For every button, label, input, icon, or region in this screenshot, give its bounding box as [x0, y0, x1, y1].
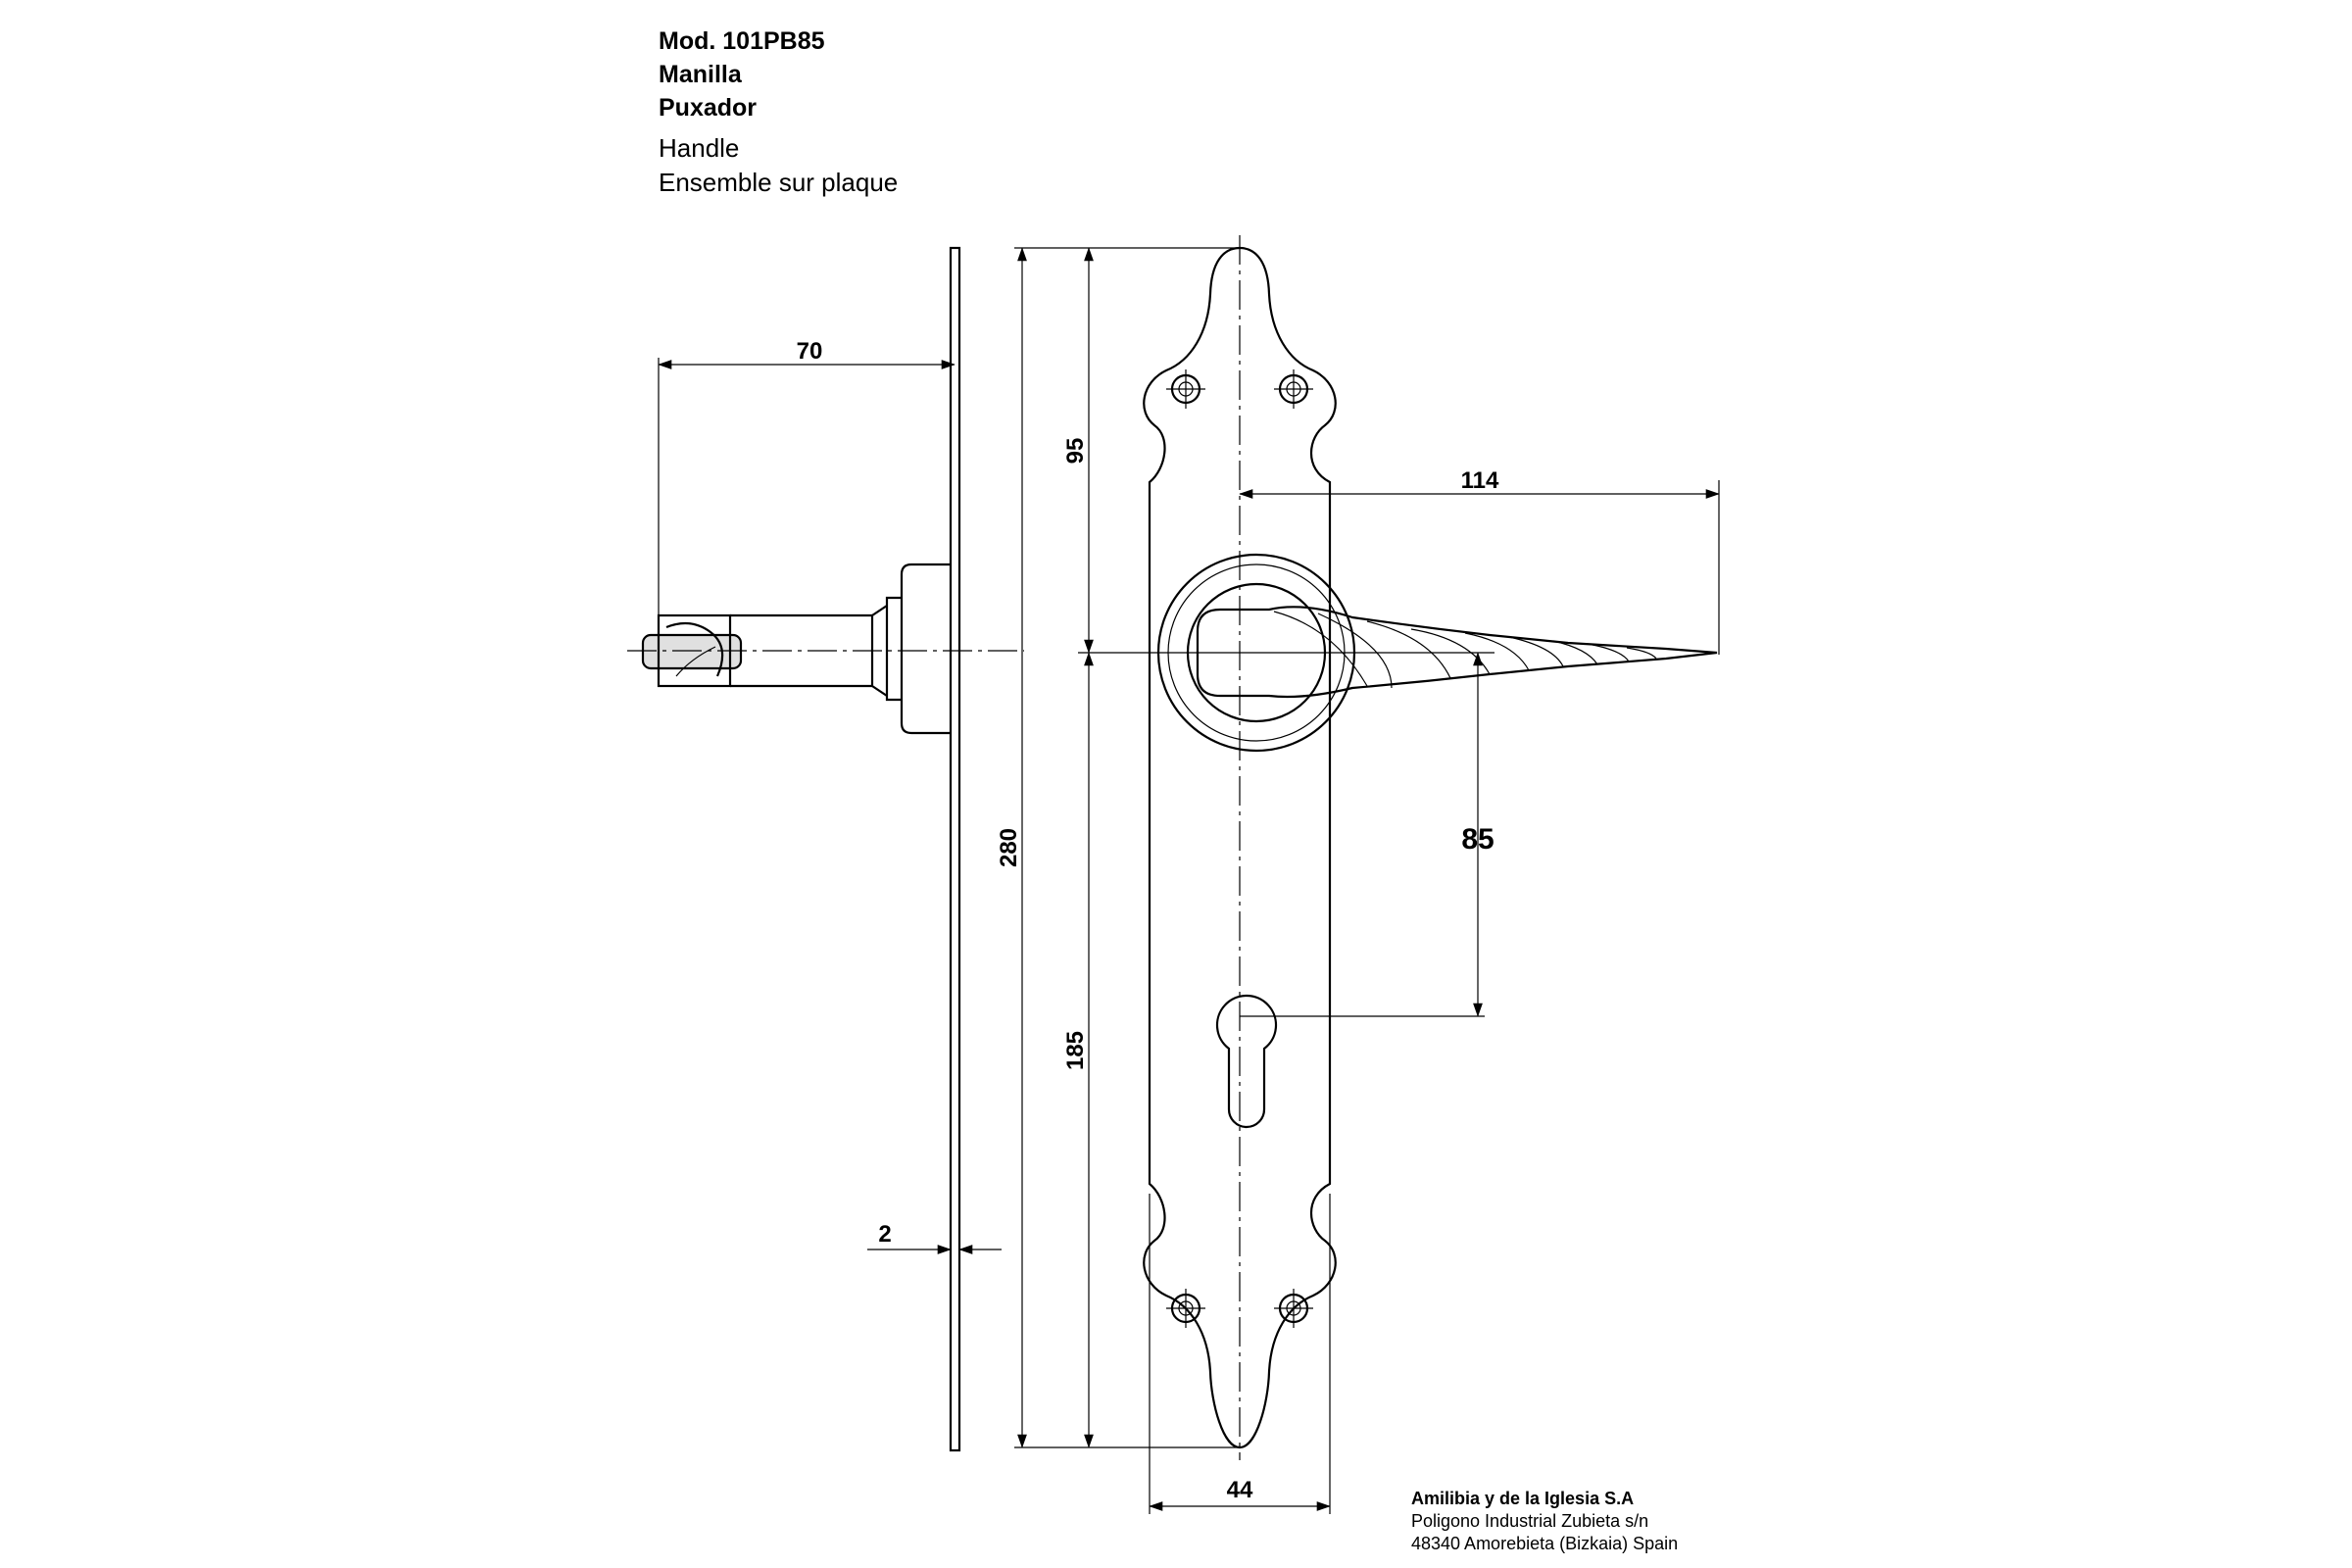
dim-label-2: 2: [878, 1221, 891, 1248]
screw-hole-top-left: [1166, 369, 1205, 409]
name-french: Ensemble sur plaque: [659, 168, 898, 197]
company-block: Amilibia y de la Iglesia S.A Poligono In…: [1411, 1489, 1678, 1553]
key-hole: [1215, 994, 1278, 1129]
dim-label-280: 280: [996, 828, 1022, 867]
front-plate-outline: [1143, 246, 1337, 1449]
side-rose: [900, 563, 951, 735]
company-address-2: 48340 Amorebieta (Bizkaia) Spain: [1411, 1534, 1678, 1553]
side-plate: [949, 246, 961, 1452]
screw-hole-bottom-right: [1274, 1289, 1313, 1328]
screw-hole-top-right: [1274, 369, 1313, 409]
front-view: 280 95 185 114 85 44: [996, 235, 1720, 1514]
dim-label-44: 44: [1227, 1477, 1253, 1503]
side-handle-curl-inner: [675, 646, 716, 677]
name-spanish: Manilla: [659, 61, 743, 88]
dim-label-70: 70: [797, 338, 823, 365]
title-block: Mod. 101PB85 Manilla Puxador Handle Ense…: [659, 27, 898, 197]
model-number: Mod. 101PB85: [659, 27, 825, 55]
side-handle-twist: [641, 633, 743, 670]
lever-handle: [1196, 606, 1718, 699]
side-view: 70 2: [627, 246, 1024, 1452]
dim-label-95: 95: [1062, 438, 1089, 465]
dim-label-114: 114: [1461, 467, 1499, 494]
side-rose-collar: [885, 596, 902, 702]
dim-label-185: 185: [1062, 1031, 1089, 1070]
side-handle-curl: [665, 621, 724, 677]
dim-label-85: 85: [1461, 823, 1494, 856]
side-handle-twist-shade: [643, 635, 741, 668]
screw-hole-bottom-left: [1166, 1289, 1205, 1328]
lever-twist-lines: [1273, 611, 1657, 689]
name-portuguese: Puxador: [659, 94, 757, 122]
company-address-1: Poligono Industrial Zubieta s/n: [1411, 1511, 1648, 1531]
company-name: Amilibia y de la Iglesia S.A: [1411, 1489, 1634, 1508]
name-english: Handle: [659, 133, 739, 163]
